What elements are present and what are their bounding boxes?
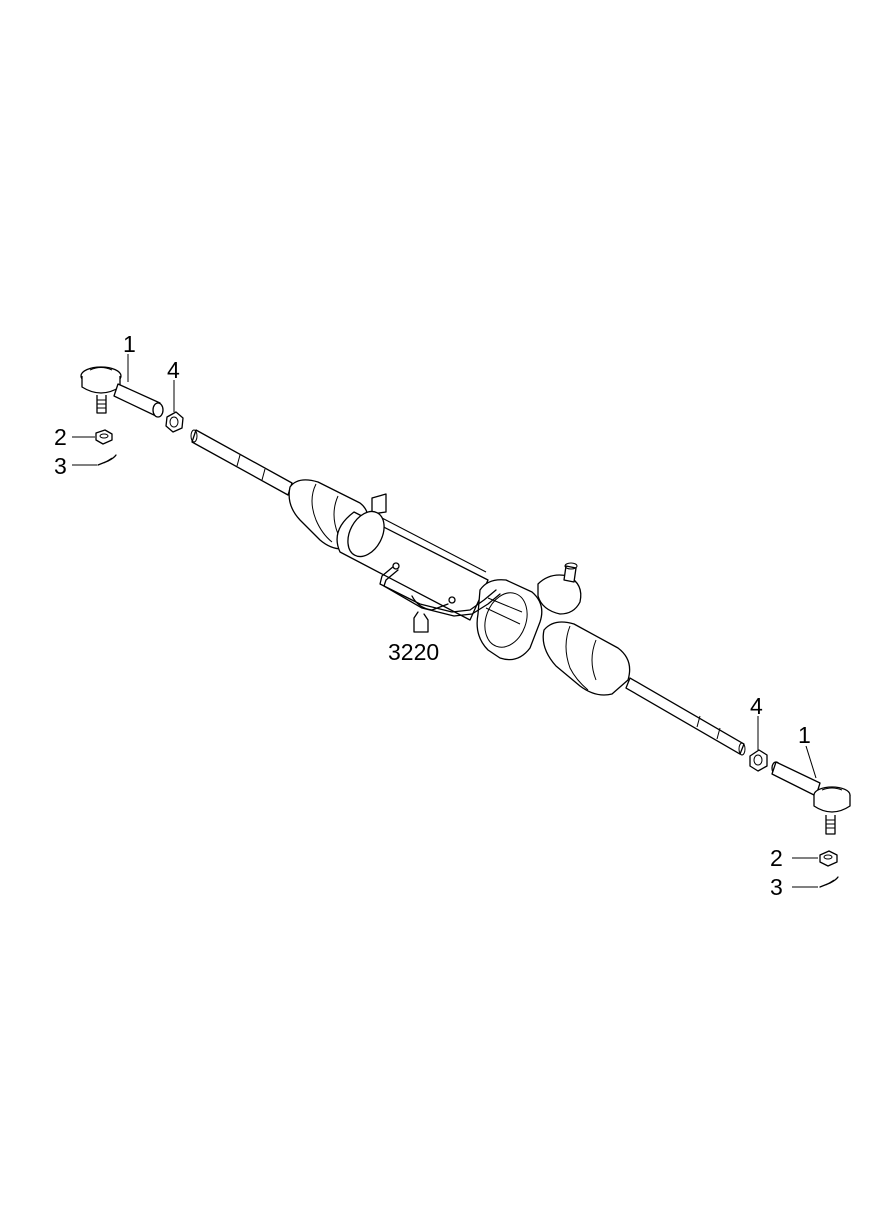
left-cotter-pin[interactable] — [97, 454, 117, 466]
label-right-tie-rod-end: 1 — [798, 722, 811, 748]
label-right-cotter-pin: 3 — [770, 874, 783, 900]
left-lock-nut[interactable] — [165, 411, 184, 433]
left-nut[interactable] — [95, 429, 113, 445]
label-right-nut: 2 — [770, 845, 783, 871]
right-nut[interactable] — [819, 850, 838, 867]
right-lock-nut[interactable] — [749, 749, 768, 772]
right-cotter-pin[interactable] — [819, 876, 839, 888]
label-left-tie-rod-end: 1 — [123, 331, 136, 357]
left-tie-rod-end[interactable] — [80, 366, 164, 418]
steering-rack-assembly[interactable] — [190, 429, 746, 756]
label-right-lock-nut: 4 — [750, 693, 763, 719]
label-left-lock-nut: 4 — [167, 357, 180, 383]
ref-symbol-3220 — [413, 611, 429, 633]
label-left-nut: 2 — [54, 424, 67, 450]
right-tie-rod-end[interactable] — [771, 761, 851, 835]
label-ref-pipe[interactable]: 3220 — [388, 639, 439, 665]
leader-line — [805, 745, 817, 779]
label-left-cotter-pin: 3 — [54, 453, 67, 479]
transfer-pipe-3220[interactable] — [379, 562, 501, 617]
